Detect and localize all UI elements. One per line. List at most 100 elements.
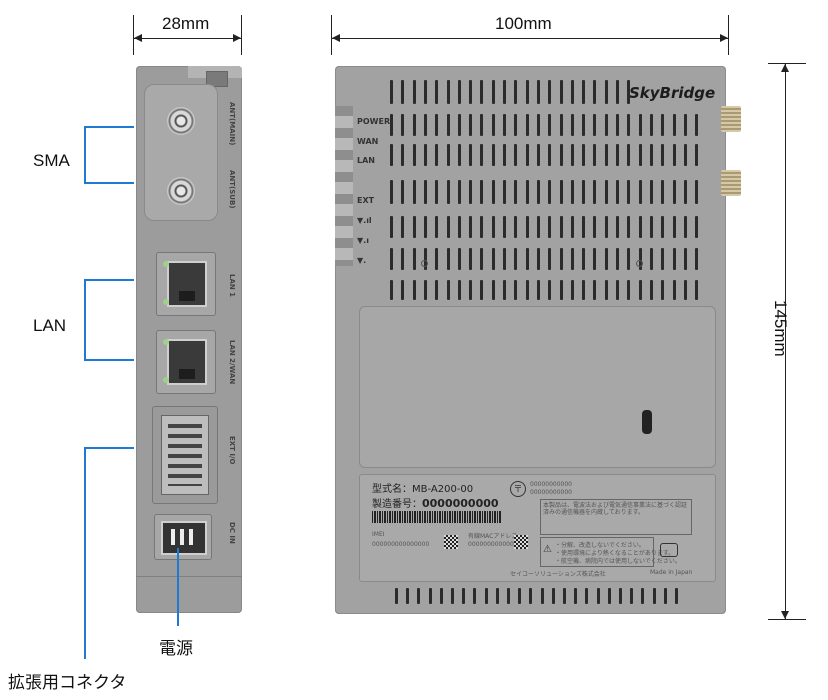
vent-slot	[593, 248, 597, 270]
vent-slot	[525, 180, 529, 204]
vent-slot	[446, 180, 450, 204]
vent-slot	[390, 248, 393, 270]
mac-value: 000000000000	[468, 541, 514, 548]
vent-slot	[423, 144, 427, 166]
vent-slot	[401, 180, 405, 204]
side-width-label: 28mm	[162, 14, 210, 33]
signal-2-icon: ▼.ı	[357, 236, 369, 245]
signal-1-icon: ▼.	[357, 256, 367, 265]
vent-slot	[446, 280, 450, 300]
screw-right	[636, 260, 643, 267]
warning-box: ・分解、改造しないでください。 ・使用環境により熱くなることがあります。 ・航空…	[540, 537, 681, 567]
sma-connector-main[interactable]	[167, 107, 195, 135]
vent-slot	[401, 216, 405, 238]
vent-slot	[457, 248, 461, 270]
vent-slot	[593, 180, 597, 204]
bottom-vent-grille	[395, 588, 685, 604]
vent-slot	[683, 280, 687, 300]
vent-slot	[627, 180, 631, 204]
vent-slot	[412, 280, 416, 300]
vent-slot	[630, 588, 634, 604]
dc-in-label: DC IN	[228, 522, 236, 544]
cover-release-slot[interactable]	[642, 410, 652, 434]
vent-slot	[661, 114, 665, 136]
ant-sub-label: ANT(SUB)	[228, 170, 236, 209]
vent-slot	[675, 588, 678, 604]
vent-slot	[559, 280, 563, 300]
vent-slot	[683, 248, 687, 270]
lan2-port[interactable]	[163, 339, 207, 385]
vent-slot	[480, 144, 484, 166]
vent-slot	[401, 114, 405, 136]
vent-slot	[627, 248, 631, 270]
vent-slot	[627, 216, 631, 238]
vent-slot	[525, 280, 529, 300]
led-ext-label: EXT	[357, 196, 375, 205]
vent-slot	[469, 114, 473, 136]
vent-slot	[559, 144, 563, 166]
vent-slot	[616, 114, 619, 136]
antenna-panel	[144, 84, 218, 221]
vent-slot	[638, 248, 642, 270]
vent-slot	[582, 280, 586, 300]
ext-io-connector[interactable]	[161, 415, 209, 495]
vent-slot	[695, 144, 699, 166]
vent-slot	[457, 216, 461, 238]
vent-slot	[638, 114, 642, 136]
vent-slot	[206, 71, 228, 87]
vent-slot	[469, 248, 473, 270]
vent-slot	[649, 114, 653, 136]
vent-slot	[491, 280, 495, 300]
compliance-mark	[660, 543, 678, 557]
vent-slot	[514, 280, 518, 300]
vent-slot	[627, 280, 631, 300]
vent-slot	[457, 144, 461, 166]
vent-slot	[661, 144, 665, 166]
notice-text: 本製品は、電波法および電気通信事業法に基づく認証済みの通信機器を内蔵しております…	[543, 502, 688, 516]
vent-slot	[616, 180, 619, 204]
vent-slot	[661, 180, 665, 204]
vent-slot	[536, 216, 540, 238]
vent-slot	[604, 216, 608, 238]
vent-slot	[469, 280, 473, 300]
vent-slot	[683, 114, 687, 136]
vent-slot	[593, 144, 597, 166]
vent-slot	[401, 248, 405, 270]
vent-slot	[412, 248, 416, 270]
vent-slot	[661, 280, 665, 300]
dc-in-connector[interactable]	[161, 521, 207, 555]
screw-left	[421, 260, 428, 267]
brand-logo: SkyBridge	[629, 84, 716, 102]
vent-slot	[503, 280, 506, 300]
led-wan-label: WAN	[357, 137, 379, 146]
mac-qr-code	[514, 535, 528, 549]
vent-slot	[649, 144, 653, 166]
vent-slot	[401, 144, 405, 166]
lan1-port-frame	[156, 252, 216, 316]
vent-slot	[649, 180, 653, 204]
vent-slot	[593, 114, 597, 136]
vent-slot	[570, 248, 574, 270]
vent-slot	[525, 114, 529, 136]
vent-slot	[491, 180, 495, 204]
led-power-label: POWER	[357, 117, 391, 126]
vent-slot	[457, 180, 461, 204]
vent-slot	[480, 80, 484, 104]
vent-slot	[435, 280, 439, 300]
vent-slot	[536, 180, 540, 204]
vent-slot	[491, 114, 495, 136]
vent-slot	[491, 248, 495, 270]
vent-slot	[638, 280, 642, 300]
vent-slot	[469, 216, 473, 238]
vent-slot	[540, 588, 544, 604]
vent-slot	[604, 144, 608, 166]
ext-io-frame	[152, 406, 218, 504]
vent-slot	[582, 80, 586, 104]
vent-slot	[446, 80, 450, 104]
sma-connector-sub[interactable]	[167, 177, 195, 205]
antenna-stub-top	[721, 106, 741, 132]
lan1-port[interactable]	[163, 261, 207, 307]
vent-slot	[507, 588, 510, 604]
vent-slot	[446, 114, 450, 136]
vent-slot	[462, 588, 466, 604]
